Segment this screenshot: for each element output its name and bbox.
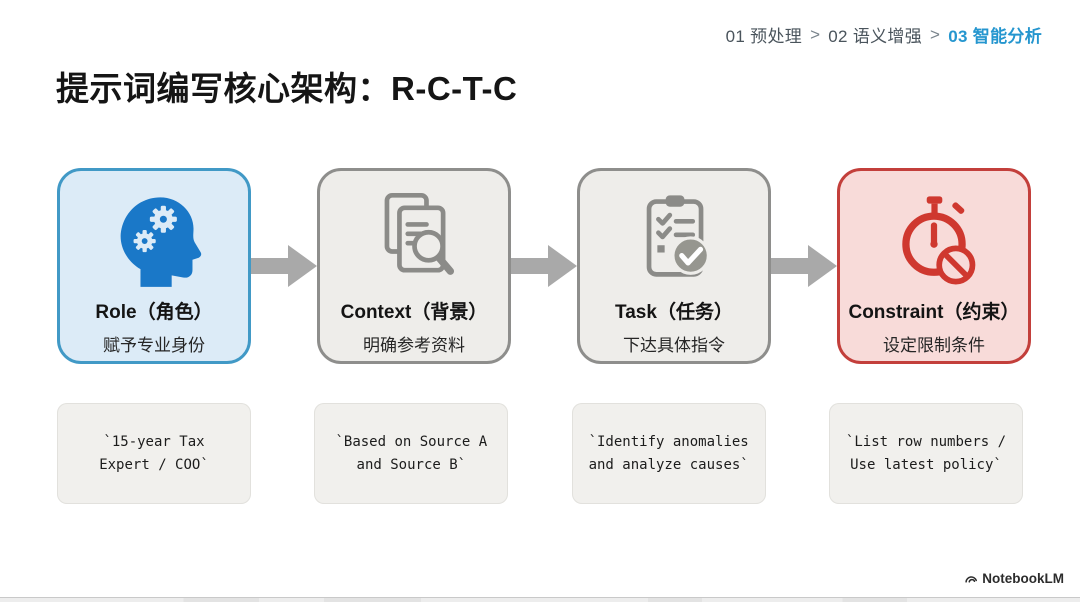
code-note-constraint: `List row numbers / Use latest policy`	[828, 403, 1023, 504]
breadcrumb-step-analysis-active: 03 智能分析	[948, 27, 1042, 46]
code-note-task: `Identify anomalies and analyze causes`	[571, 403, 766, 504]
step-card-role: Role（角色） 赋予专业身份	[57, 168, 251, 364]
step-title-context: Context（背景）	[340, 302, 488, 323]
step-card-task: Task（任务） 下达具体指令	[577, 168, 771, 364]
head-with-gears-icon	[102, 187, 206, 291]
code-note-role: `15-year Tax Expert / COO`	[57, 403, 251, 504]
step-title-constraint: Constraint（约束）	[848, 302, 1020, 323]
flow-arrow-icon	[251, 168, 317, 364]
footer-brand: NotebookLM	[964, 571, 1064, 586]
footer-brand-label: NotebookLM	[982, 571, 1064, 586]
flow-arrow-icon	[511, 168, 577, 364]
step-card-context: Context（背景） 明确参考资料	[317, 168, 511, 364]
flow-diagram: Role（角色） 赋予专业身份 Context（背景） 明确参考资料	[57, 168, 1031, 364]
step-subtitle-role: 赋予专业身份	[103, 336, 205, 355]
step-title-task: Task（任务）	[615, 302, 733, 323]
code-text: `List row numbers / Use latest policy`	[845, 434, 1007, 473]
stopwatch-prohibited-icon	[882, 187, 986, 291]
flow-arrow-icon	[771, 168, 837, 364]
breadcrumb-separator: >	[930, 24, 941, 44]
code-text: `Based on Source A and Source B`	[335, 434, 488, 473]
breadcrumb-step-semantic: 02 语义增强	[828, 27, 923, 46]
code-note-context: `Based on Source A and Source B`	[314, 403, 509, 504]
step-subtitle-context: 明确参考资料	[363, 336, 465, 355]
code-notes-row: `15-year Tax Expert / COO` `Based on Sou…	[57, 403, 1023, 504]
code-text: `15-year Tax Expert / COO`	[99, 434, 209, 473]
documents-magnifier-icon	[362, 187, 466, 291]
bottom-edge-strip	[0, 597, 1080, 602]
step-card-constraint: Constraint（约束） 设定限制条件	[837, 168, 1031, 364]
code-text: `Identify anomalies and analyze causes`	[588, 434, 749, 473]
clipboard-checklist-icon	[622, 187, 726, 291]
step-subtitle-constraint: 设定限制条件	[883, 336, 985, 355]
breadcrumb-separator: >	[810, 24, 821, 44]
breadcrumb: 01 预处理 > 02 语义增强 > 03 智能分析	[726, 22, 1042, 47]
step-subtitle-task: 下达具体指令	[623, 336, 725, 355]
notebooklm-logo-icon	[964, 572, 978, 586]
step-title-role: Role（角色）	[95, 302, 213, 323]
page-title: 提示词编写核心架构：R-C-T-C	[56, 70, 518, 107]
breadcrumb-step-preprocess: 01 预处理	[725, 27, 803, 46]
